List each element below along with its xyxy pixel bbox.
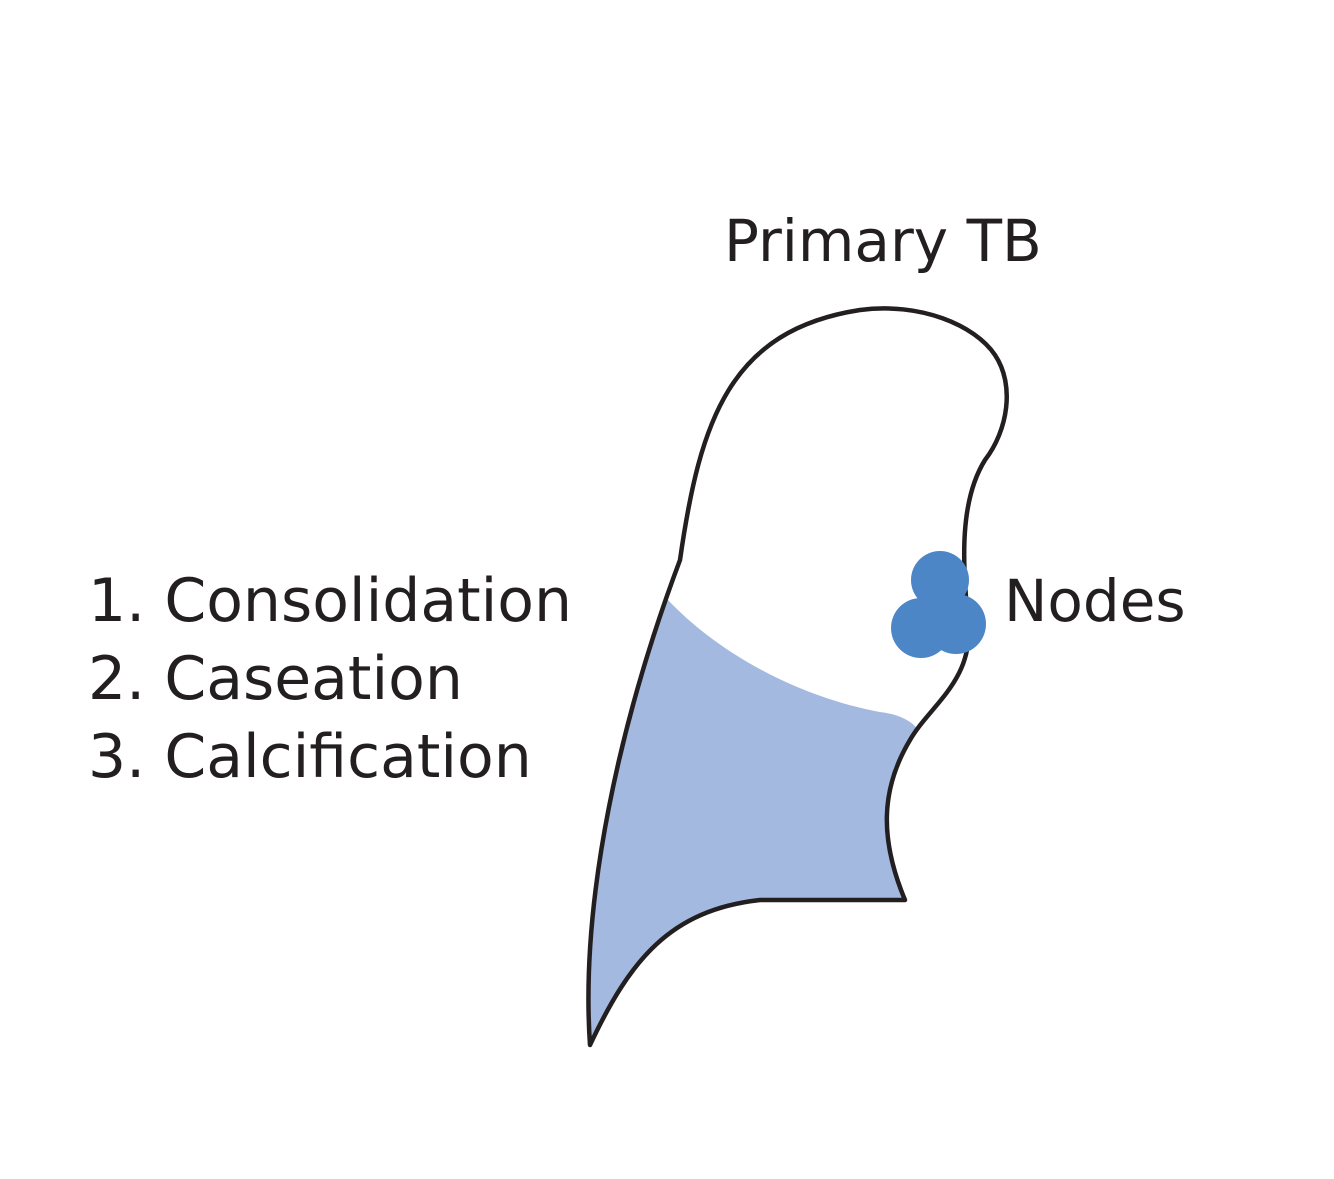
stage-item-consolidation: 1. Consolidation (88, 566, 573, 636)
lymph-nodes (891, 551, 986, 658)
nodes-label: Nodes (1004, 567, 1186, 635)
stage-list: 1. Consolidation 2. Caseation 3. Calcifi… (88, 562, 572, 796)
lung-outline (586, 306, 1009, 1048)
node-center (918, 588, 962, 632)
stage-item-caseation: 2. Caseation (88, 644, 463, 714)
stage-item-calcification: 3. Calcification (88, 722, 532, 792)
diagram-title: Primary TB (724, 207, 1042, 275)
lesion-highlight (665, 588, 918, 722)
lesion-region (588, 595, 940, 1045)
